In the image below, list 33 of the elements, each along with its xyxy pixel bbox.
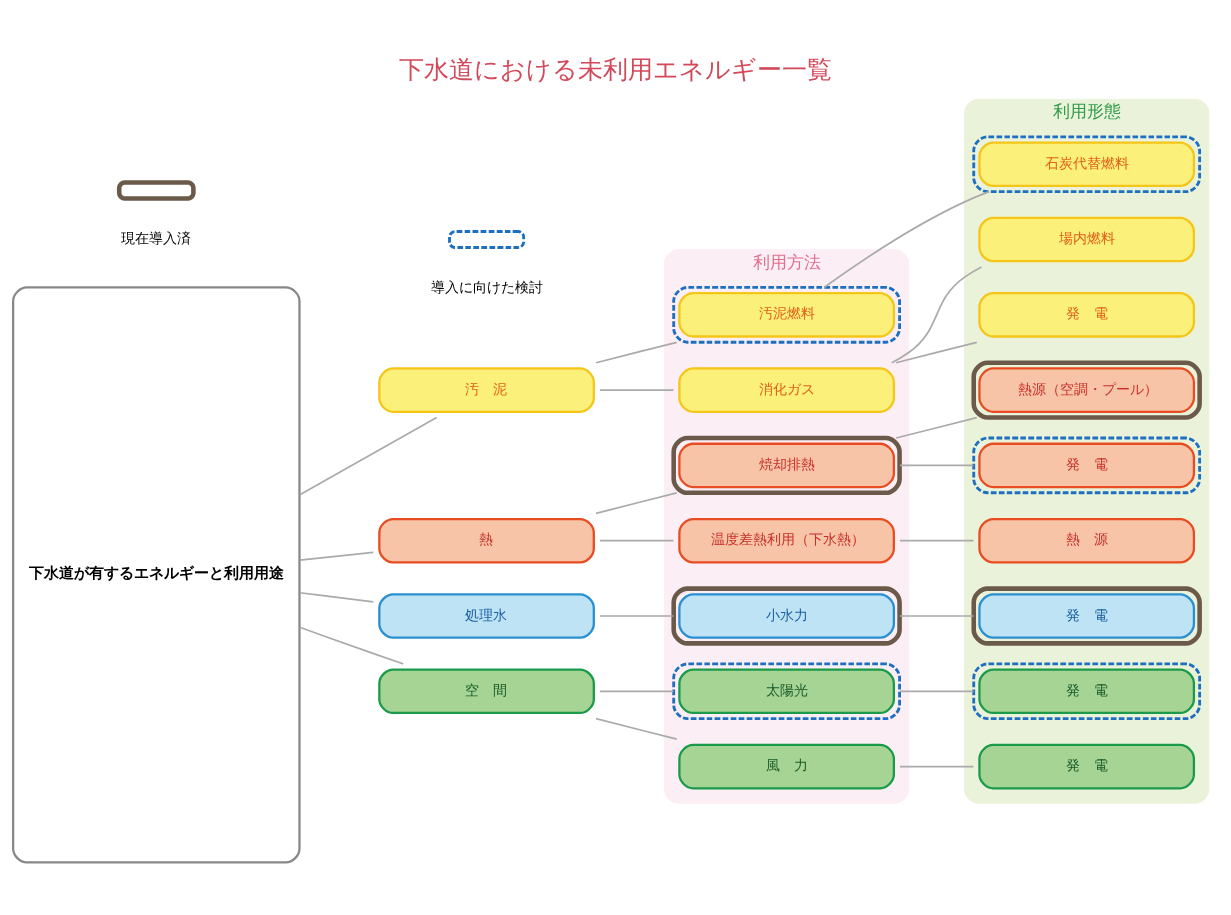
- node-box: 発 電: [972, 662, 1202, 720]
- connector: [899, 765, 975, 767]
- connector: [595, 340, 678, 364]
- node-box: 下水道が有するエネルギーと利用用途: [11, 285, 301, 864]
- connector: [895, 340, 978, 364]
- connector: [599, 388, 675, 391]
- connector: [890, 265, 983, 364]
- connector: [823, 190, 991, 288]
- connector: [895, 416, 978, 439]
- node-box: 小水力: [671, 585, 902, 646]
- node-box: 発 電: [972, 436, 1202, 494]
- connector: [899, 614, 975, 617]
- connector: [599, 689, 675, 692]
- node-box: 焼却排熱: [671, 435, 902, 495]
- connector: [299, 591, 375, 603]
- connector: [599, 539, 675, 542]
- node-box: 汚泥燃料: [672, 285, 901, 344]
- connector: [599, 614, 675, 617]
- diagram-title: 下水道における未利用エネルギー一覧: [399, 54, 832, 84]
- node-box: 発 電: [971, 585, 1202, 646]
- connector: [298, 625, 405, 665]
- node-box: 熱源（空調・プール）: [971, 359, 1202, 420]
- node-box: 石炭代替燃料: [972, 134, 1202, 193]
- legend-label: 導入に向けた検討: [430, 278, 543, 295]
- legend-label: 現在導入済: [121, 229, 192, 246]
- connector: [899, 689, 975, 692]
- connector: [899, 464, 975, 466]
- connector: [595, 717, 678, 740]
- connector: [899, 539, 975, 542]
- node-box: 太陽光: [672, 662, 901, 720]
- connector: [299, 551, 375, 561]
- connector: [595, 491, 678, 514]
- connector: [299, 416, 438, 496]
